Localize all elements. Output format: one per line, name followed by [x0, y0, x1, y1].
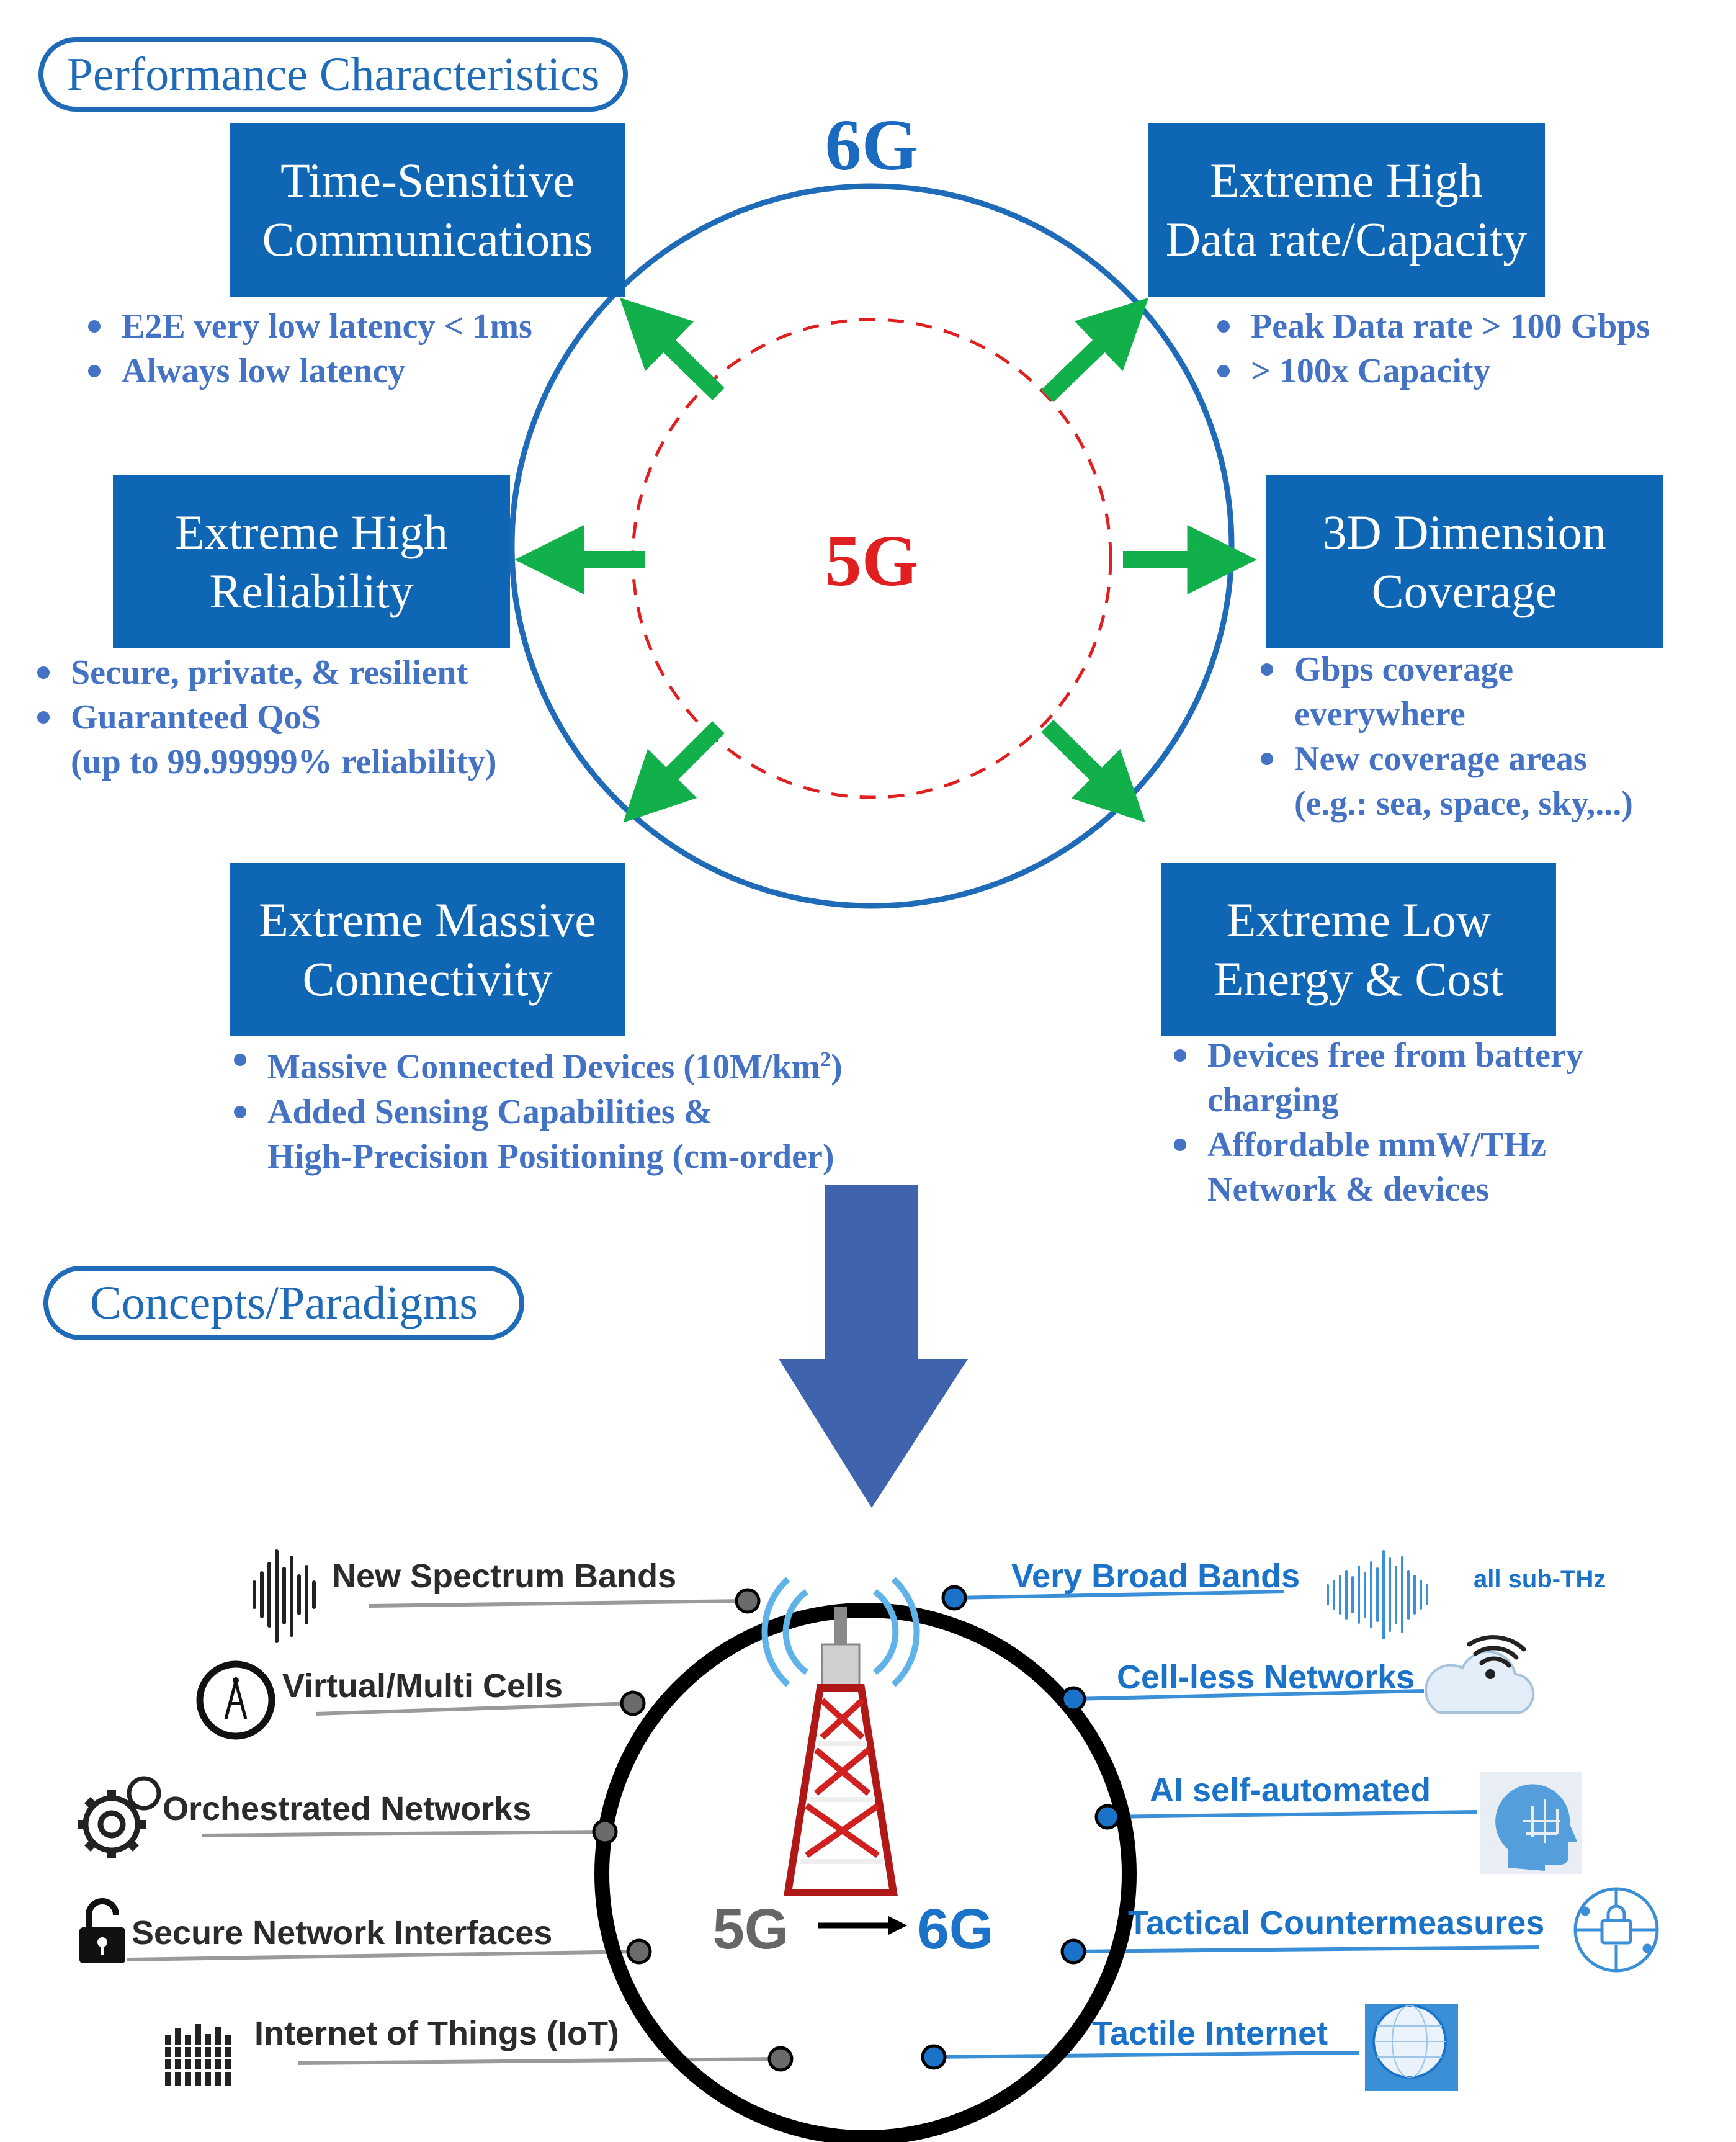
bullet-continuation: everywhere [1294, 695, 1465, 733]
gear-refresh-icon [78, 1776, 161, 1858]
box-title-line2: Data rate/Capacity [1165, 212, 1528, 266]
concepts-diagram [78, 1549, 1659, 2142]
reliability-bullets: Secure, private, & resilient Guaranteed … [30, 650, 497, 784]
node-5g [592, 1819, 618, 1845]
concept-tactile-internet: Tactile Internet [1092, 2015, 1328, 2052]
node-6g [1060, 1938, 1086, 1965]
arrow-down-right [1041, 720, 1145, 823]
box-title-line2: Connectivity [302, 952, 553, 1006]
broad-waveform-icon [1327, 1550, 1428, 1639]
concept-virtual-multi-cells: Virtual/Multi Cells [282, 1667, 563, 1705]
bullet-continuation: High-Precision Positioning (cm-order) [267, 1137, 834, 1176]
coverage-bullets: Gbps coverage everywhere New coverage ar… [1253, 647, 1633, 826]
box-title-line1: Extreme Massive [259, 892, 596, 947]
sub-thz-note: all sub-THz [1474, 1566, 1606, 1593]
box-title-line2: Energy & Cost [1214, 952, 1504, 1006]
node-6g [941, 1585, 967, 1611]
box-title-line2: Reliability [209, 564, 414, 618]
energy-bullets: Devices free from battery charging Affor… [1166, 1033, 1583, 1212]
touch-globe-icon [1365, 2004, 1458, 2091]
bottom-6g-label: 6G [917, 1898, 994, 1961]
bullet-text: Massive Connected Devices (10M/km [267, 1047, 821, 1087]
down-arrow [779, 1185, 968, 1508]
arrow-down-left [623, 721, 725, 823]
box-title-line1: Time-Sensitive [280, 153, 575, 207]
concepts-paradigms-label: Concepts/Paradigms [90, 1277, 478, 1329]
cloud-wifi-icon [1425, 1635, 1535, 1714]
bottom-5g-label: 5G [712, 1898, 789, 1961]
tsc-bullets: E2E very low latency < 1ms Always low la… [81, 304, 532, 393]
box-connectivity: Extreme Massive Connectivity [230, 863, 625, 1036]
box-reliability: Extreme High Reliability [113, 475, 510, 648]
node-6g [1060, 1686, 1086, 1712]
box-data-rate: Extreme High Data rate/Capacity [1148, 123, 1545, 297]
node-5g [620, 1690, 646, 1716]
bullet-item: Secure, private, & resilient [30, 650, 497, 695]
cell-tower-circle-icon [196, 1660, 275, 1740]
waveform-icon [253, 1549, 316, 1643]
arrow-up-left [619, 297, 725, 401]
bullet-continuation: (up to 99.99999% reliability) [71, 743, 497, 781]
bullet-item: E2E very low latency < 1ms [81, 304, 532, 349]
bullet-item: Peak Data rate > 100 Gbps [1210, 304, 1650, 349]
bullet-item: Guaranteed QoS [30, 695, 497, 740]
node-6g [921, 2044, 947, 2070]
cell-tower-icon [761, 1577, 920, 1896]
arrow-up-right [1041, 297, 1149, 403]
node-5g [626, 1938, 652, 1965]
box-title-line2: Coverage [1371, 564, 1557, 618]
box-title-line1: Extreme Low [1226, 892, 1492, 947]
concept-cell-less-networks: Cell-less Networks [1117, 1659, 1415, 1696]
connectivity-bullets: Massive Connected Devices (10M/km2) Adde… [226, 1037, 843, 1179]
box-energy: Extreme Low Energy & Cost [1161, 863, 1556, 1036]
concept-ring [594, 1603, 1137, 2142]
superscript: 2 [820, 1048, 831, 1071]
concept-iot: Internet of Things (IoT) [254, 2015, 619, 2052]
box-title-line1: Extreme High [175, 504, 448, 559]
bullet-item: Massive Connected Devices (10M/km2) [226, 1037, 843, 1090]
security-chip-icon [1573, 1887, 1659, 1973]
performance-characteristics-pill: Performance Characteristics [38, 37, 628, 112]
bullet-item: > 100x Capacity [1210, 349, 1650, 393]
box-coverage: 3D Dimension Coverage [1266, 475, 1663, 648]
data-rate-bullets: Peak Data rate > 100 Gbps > 100x Capacit… [1210, 304, 1650, 393]
concept-secure-network-interfaces: Secure Network Interfaces [132, 1914, 553, 1952]
bullet-item: Gbps coverage [1253, 647, 1633, 692]
concept-ai-self-automated: AI self-automated [1150, 1772, 1431, 1809]
bullet-item: New coverage areas [1253, 737, 1633, 781]
concept-tactical-countermeasures: Tactical Countermeasures [1128, 1904, 1545, 1942]
node-5g [735, 1588, 761, 1614]
bullet-item: Always low latency [81, 349, 532, 393]
bullet-continuation: (e.g.: sea, space, sky,...) [1294, 784, 1633, 823]
evolution-circle-diagram [509, 183, 1257, 909]
ai-head-icon [1480, 1772, 1582, 1874]
box-title-line2: Communications [262, 212, 593, 266]
box-time-sensitive: Time-Sensitive Communications [230, 123, 625, 297]
bullet-continuation: Network & devices [1207, 1170, 1490, 1209]
box-title-line1: 3D Dimension [1322, 504, 1606, 559]
lock-icon [79, 1898, 125, 1963]
node-6g [1094, 1804, 1121, 1830]
bullet-item: Devices free from battery [1166, 1033, 1583, 1078]
bullet-item: Affordable mmW/THz [1166, 1123, 1583, 1167]
device-grid-icon [165, 2024, 231, 2086]
concept-orchestrated-networks: Orchestrated Networks [163, 1790, 532, 1827]
concepts-paradigms-pill: Concepts/Paradigms [43, 1266, 524, 1340]
box-title-line1: Extreme High [1210, 153, 1483, 207]
bullet-continuation: charging [1207, 1081, 1339, 1119]
bullet-text: ) [831, 1047, 843, 1087]
5g-label: 5G [825, 520, 919, 601]
performance-characteristics-label: Performance Characteristics [66, 48, 600, 101]
concept-new-spectrum-bands: New Spectrum Bands [332, 1557, 677, 1595]
bullet-item: Added Sensing Capabilities & [226, 1090, 843, 1134]
node-5g [767, 2046, 794, 2072]
concept-very-broad-bands: Very Broad Bands [1011, 1557, 1300, 1595]
6g-label: 6G [825, 104, 919, 186]
